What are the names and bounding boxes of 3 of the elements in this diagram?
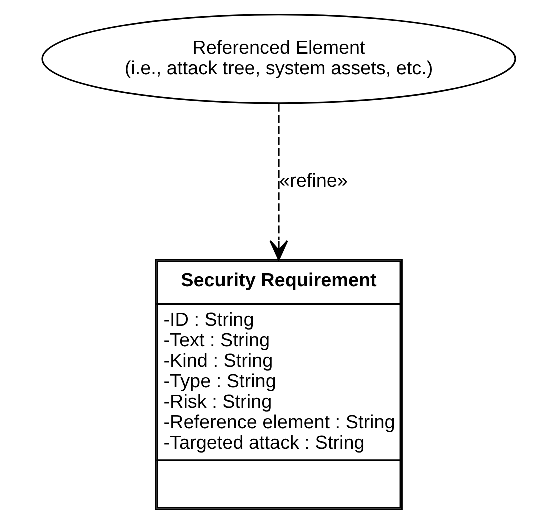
edge-label: «refine» — [280, 170, 348, 192]
node-ellipse: Referenced Element (i.e., attack tree, system assets, etc.) — [42, 14, 516, 104]
arrow — [270, 104, 288, 261]
